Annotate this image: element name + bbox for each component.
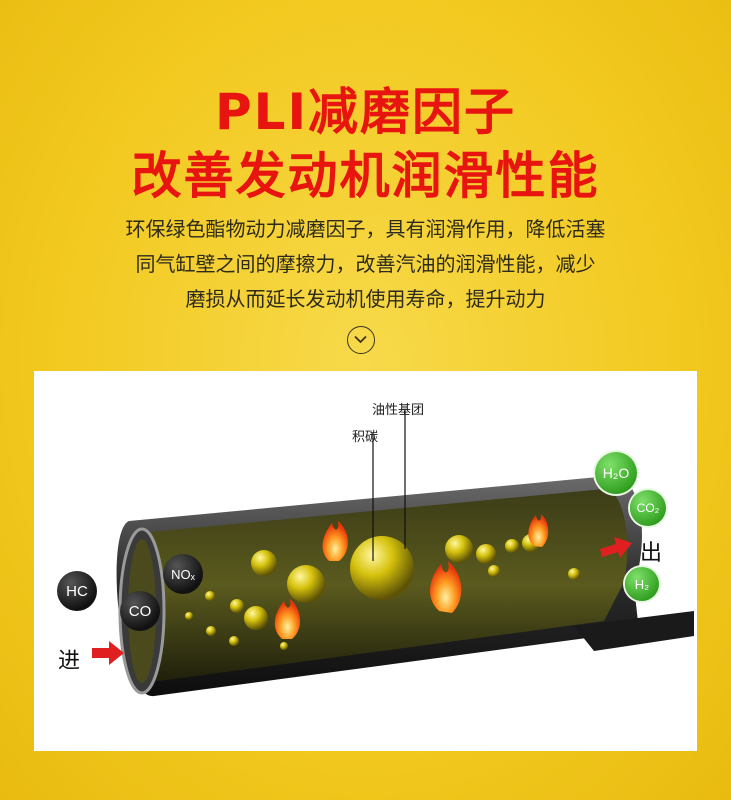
gas-co: CO bbox=[120, 591, 160, 631]
inlet-label: 进 bbox=[58, 649, 81, 674]
gas-h2o: H₂O bbox=[595, 452, 637, 494]
description-line-2: 同气缸壁之间的摩擦力，改善汽油的润滑性能，减少 bbox=[135, 252, 596, 276]
description-line-3: 磨损从而延长发动机使用寿命，提升动力 bbox=[185, 287, 546, 311]
description-line-1: 环保绿色酯物动力减磨因子，具有润滑作用，降低活塞 bbox=[125, 217, 606, 241]
chevron-down-icon[interactable] bbox=[347, 326, 375, 354]
title-line-2: 改善发动机润滑性能 bbox=[131, 147, 600, 205]
title-line-1: PLI减磨因子 bbox=[214, 83, 517, 141]
gas-nox: NOₓ bbox=[163, 554, 203, 594]
gas-co2: CO₂ bbox=[630, 490, 666, 526]
oil-droplet-icon bbox=[185, 534, 580, 650]
arrow-right-icon bbox=[92, 537, 632, 665]
engine-pipe-diagram: 油性基团 积碳 HC CO NOₓ 进 出 H₂O CO₂ H₂ bbox=[34, 371, 697, 751]
outlet-label: 出 bbox=[640, 541, 663, 566]
label-oil-group: 油性基团 bbox=[372, 403, 425, 418]
pipe-illustration bbox=[92, 409, 694, 697]
gas-h2: H₂ bbox=[625, 567, 659, 601]
flame-icon bbox=[274, 514, 549, 639]
gas-hc: HC bbox=[57, 571, 97, 611]
label-carbon: 积碳 bbox=[352, 430, 379, 445]
